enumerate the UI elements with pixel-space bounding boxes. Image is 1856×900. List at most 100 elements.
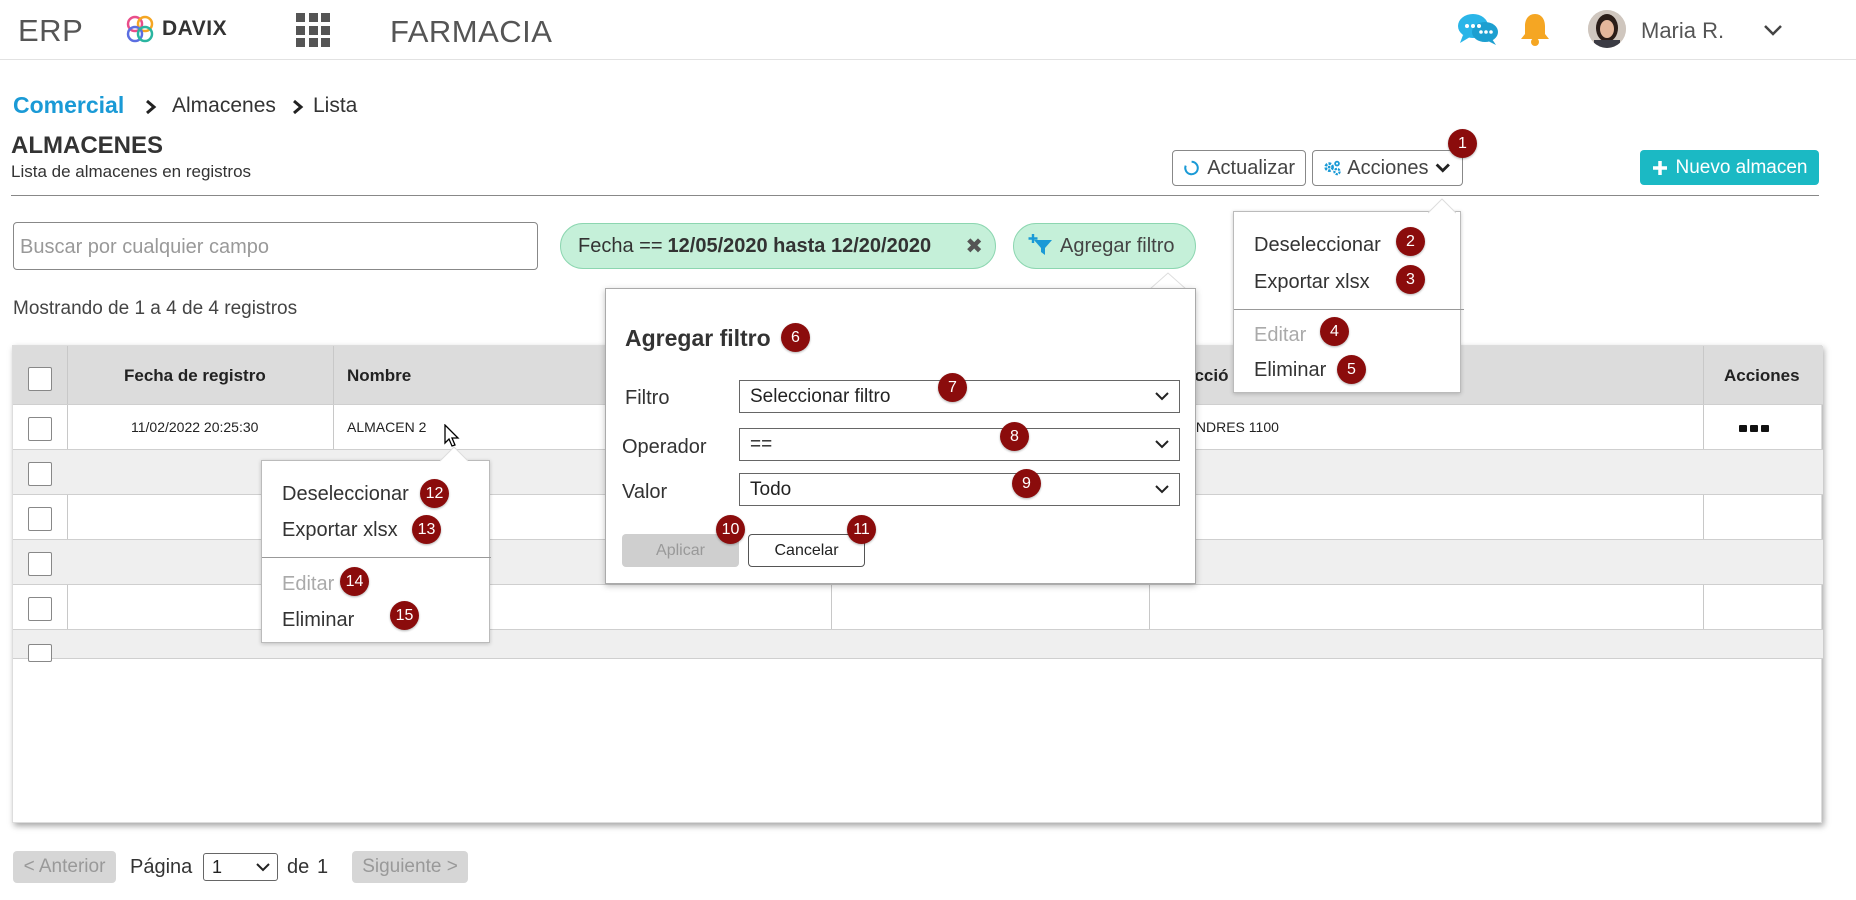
avatar[interactable] (1588, 10, 1626, 48)
operator-select[interactable]: == (739, 428, 1180, 461)
refresh-label: Actualizar (1207, 156, 1295, 179)
value-select[interactable]: Todo (739, 473, 1180, 506)
value-select-value: Todo (750, 479, 792, 500)
chevron-down-icon (1155, 440, 1169, 449)
row-checkbox[interactable] (28, 462, 52, 486)
records-count: Mostrando de 1 a 4 de 4 registros (13, 298, 298, 319)
refresh-icon (1184, 160, 1199, 176)
table-row[interactable] (13, 584, 1823, 629)
davix-logo[interactable]: DAVIX (124, 13, 227, 45)
callout-badge: 8 (1000, 422, 1029, 451)
chat-icon[interactable] (1456, 11, 1500, 47)
dialog-title: Agregar filtro (625, 325, 771, 351)
row-date: 11/02/2022 20:25:30 (131, 419, 259, 435)
new-warehouse-button[interactable]: Nuevo almacen (1640, 150, 1819, 185)
search-input[interactable]: Buscar por cualquier campo (13, 222, 538, 270)
page-select-value: 1 (212, 857, 223, 877)
chevron-down-icon (1155, 485, 1169, 494)
erp-label: ERP (18, 13, 84, 48)
dialog-pointer (1150, 272, 1186, 290)
filter-select-value: Seleccionar filtro (750, 386, 891, 407)
callout-badge: 14 (340, 567, 369, 596)
chevron-down-icon (256, 863, 270, 872)
row-checkbox[interactable] (28, 417, 52, 441)
add-filter-button[interactable]: Agregar filtro (1013, 223, 1196, 269)
menu-item-export-xlsx[interactable]: Exportar xlsx (282, 519, 398, 541)
app-name: FARMACIA (390, 14, 553, 49)
row-checkbox[interactable] (28, 644, 52, 662)
callout-badge: 15 (390, 601, 419, 630)
callout-badge: 12 (420, 479, 449, 508)
column-header-date[interactable]: Fecha de registro (124, 366, 266, 385)
gears-icon (1324, 160, 1341, 176)
add-filter-dialog: Agregar filtro 6 Filtro Seleccionar filt… (605, 288, 1196, 584)
divider (11, 195, 1819, 196)
user-name[interactable]: Maria R. (1641, 18, 1725, 43)
actions-button[interactable]: Acciones (1312, 150, 1463, 186)
next-page-button: Siguiente > (352, 851, 468, 883)
menu-item-deselect[interactable]: Deseleccionar (282, 483, 409, 505)
column-divider (67, 346, 68, 659)
column-divider (1703, 346, 1704, 659)
callout-badge: 10 (716, 515, 745, 544)
chevron-down-icon (1436, 163, 1451, 173)
menu-item-delete[interactable]: Eliminar (282, 609, 355, 631)
row-context-menu: Deseleccionar Exportar xlsx Editar Elimi… (261, 460, 491, 643)
add-filter-label: Agregar filtro (1060, 234, 1175, 257)
chevron-down-icon[interactable] (1762, 20, 1784, 40)
breadcrumb-root[interactable]: Comercial (13, 92, 125, 118)
filter-label: Filtro (625, 387, 670, 409)
callout-badge: 4 (1320, 317, 1349, 346)
cancel-button[interactable]: Cancelar (748, 534, 865, 567)
chevron-right-icon (293, 99, 304, 115)
page-label: Página (130, 856, 193, 878)
menu-item-export-xlsx[interactable]: Exportar xlsx (1254, 271, 1370, 293)
apps-grid-icon[interactable] (296, 13, 330, 47)
menu-item-delete[interactable]: Eliminar (1254, 359, 1327, 381)
page-title: ALMACENES (11, 132, 164, 159)
operator-label: Operador (622, 436, 707, 458)
breadcrumb-almacenes[interactable]: Almacenes (172, 94, 276, 117)
refresh-button[interactable]: Actualizar (1172, 150, 1306, 186)
menu-pointer (440, 446, 468, 462)
total-pages: 1 (317, 856, 329, 878)
callout-badge: 9 (1012, 469, 1041, 498)
column-header-actions: Acciones (1724, 366, 1800, 385)
active-filter-chip[interactable]: Fecha == 12/05/2020 hasta 12/20/2020 ✖ (560, 223, 996, 269)
breadcrumb-lista: Lista (313, 94, 358, 117)
callout-badge: 1 (1448, 129, 1477, 158)
callout-badge: 7 (938, 373, 967, 402)
cursor-icon (444, 424, 460, 447)
row-actions-icon[interactable] (1739, 425, 1769, 432)
column-header-name[interactable]: Nombre (347, 366, 412, 385)
menu-pointer (1428, 198, 1456, 214)
menu-item-edit: Editar (1254, 324, 1307, 346)
callout-badge: 11 (847, 515, 876, 544)
menu-divider (1234, 309, 1464, 310)
chevron-right-icon (146, 99, 157, 115)
filter-chip-prefix: Fecha == (578, 234, 663, 257)
row-checkbox[interactable] (28, 507, 52, 531)
davix-logo-icon (126, 15, 154, 43)
callout-badge: 13 (412, 515, 441, 544)
previous-page-button: < Anterior (13, 851, 116, 883)
of-label: de (287, 856, 310, 878)
callout-badge: 2 (1396, 227, 1425, 256)
row-name: ALMACEN 2 (347, 419, 427, 435)
chevron-down-icon (1155, 392, 1169, 401)
row-checkbox[interactable] (28, 552, 52, 576)
callout-badge: 6 (781, 323, 810, 352)
menu-item-edit: Editar (282, 573, 335, 595)
page-subtitle: Lista de almacenes en registros (11, 162, 252, 181)
close-icon[interactable]: ✖ (965, 235, 983, 258)
select-all-checkbox[interactable] (28, 367, 52, 391)
menu-item-deselect[interactable]: Deseleccionar (1254, 234, 1381, 256)
page-select[interactable]: 1 (203, 853, 278, 881)
menu-divider (262, 557, 491, 558)
callout-badge: 3 (1396, 265, 1425, 294)
brand-name: DAVIX (162, 17, 228, 40)
plus-icon (1653, 160, 1668, 175)
new-warehouse-label: Nuevo almacen (1675, 156, 1808, 178)
bell-icon[interactable] (1518, 11, 1552, 47)
row-checkbox[interactable] (28, 597, 52, 621)
